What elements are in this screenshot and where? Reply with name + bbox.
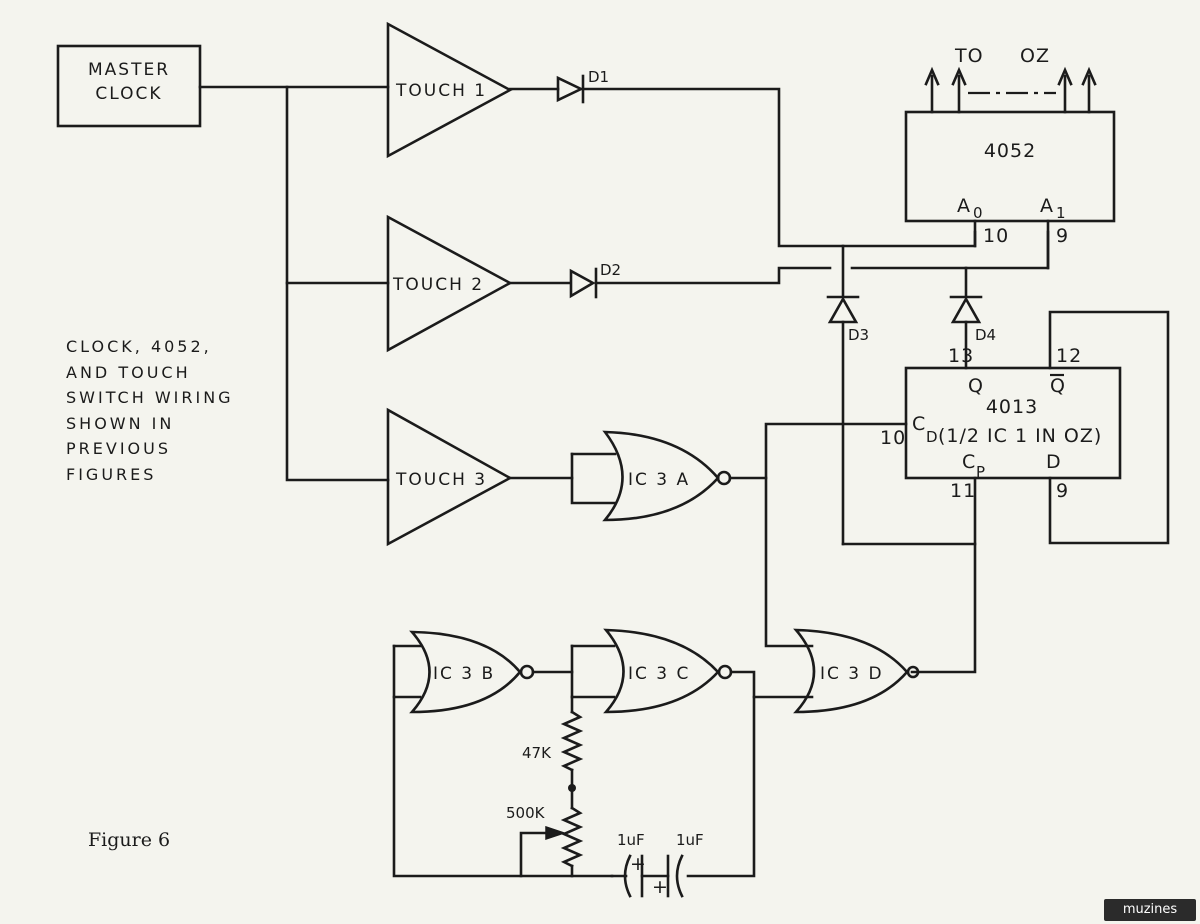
ic3d-label: IC 3 D [820,664,884,684]
a0-label: A [957,195,971,217]
a0-sub: 0 [973,204,983,222]
r500k-label: 500K [506,804,546,822]
d1-label: D1 [588,68,609,86]
master-clock-label-2: CLOCK [95,84,162,104]
cd-sub: D [926,428,938,446]
pin-11: 11 [950,480,976,502]
cap1-plus: + [630,853,647,875]
gate-ic3a: IC 3 A [508,430,768,522]
cd-label: C [912,413,926,435]
cap1-label: 1uF [617,831,645,849]
qbar-label: Q [1050,375,1066,397]
gate-ic3d: IC 3 D [793,628,920,714]
oz-label: OZ [1020,45,1050,67]
cp-label: C [962,451,976,473]
touch-3-label: TOUCH 3 [395,470,487,490]
diode-d4: D4 [949,266,996,370]
pin-10-4052: 10 [983,225,1009,247]
figure-caption: Figure 6 [88,829,170,851]
potentiometer-500k: 500K [506,804,584,878]
r47k-label: 47K [522,744,552,762]
ic-4013-note: (1/2 IC 1 IN OZ) [938,425,1102,447]
resistor-47k: 47K [522,695,584,810]
touch-1-label: TOUCH 1 [395,81,487,101]
cp-sub: P [976,463,985,481]
gate-ic3c: IC 3 C [531,628,814,878]
d2-label: D2 [600,261,621,279]
ic3c-label: IC 3 C [628,664,690,684]
ic-4013-label: 4013 [986,396,1038,418]
ic-4052-label: 4052 [984,140,1036,162]
cap2-label: 1uF [676,831,704,849]
ic3b-label: IC 3 B [433,664,495,684]
ic-4052: 4052 A 0 A 1 10 9 TO OZ [904,45,1116,270]
pin-13: 13 [948,345,974,367]
cap2-plus: + [652,876,669,898]
pin-9-4052: 9 [1056,225,1069,247]
ic-4013: 4013 (1/2 IC 1 IN OZ) Q Q C D C P D 13 1… [764,310,1170,674]
a1-label: A [1040,195,1054,217]
touch-2-buffer: TOUCH 2 [386,214,513,353]
gate-ic3b: IC 3 B [392,630,614,878]
d3-label: D3 [848,326,869,344]
clock-bus [198,85,390,482]
d-label: D [1046,451,1062,473]
master-clock-label-1: MASTER [88,60,170,80]
source-badge[interactable]: muzines [1104,899,1196,921]
to-label: TO [954,45,984,67]
diode-d3: D3 [826,244,869,546]
touch-2-label: TOUCH 2 [392,275,484,295]
pin-10-4013: 10 [880,427,906,449]
a1-sub: 1 [1056,204,1066,222]
ic3a-label: IC 3 A [628,470,690,490]
pin-12: 12 [1056,345,1082,367]
touch-1-buffer: TOUCH 1 [386,21,513,159]
master-clock-block: MASTER CLOCK [56,44,202,128]
wiring-note: CLOCK, 4052, AND TOUCH SWITCH WIRING SHO… [66,337,234,484]
d4-label: D4 [975,326,996,344]
q-label: Q [968,375,984,397]
capacitor-pair: 1uF 1uF + + [610,831,704,898]
pin-9-4013: 9 [1056,480,1069,502]
to-oz-outputs: TO OZ [924,45,1097,114]
touch-3-buffer: TOUCH 3 [386,407,513,547]
